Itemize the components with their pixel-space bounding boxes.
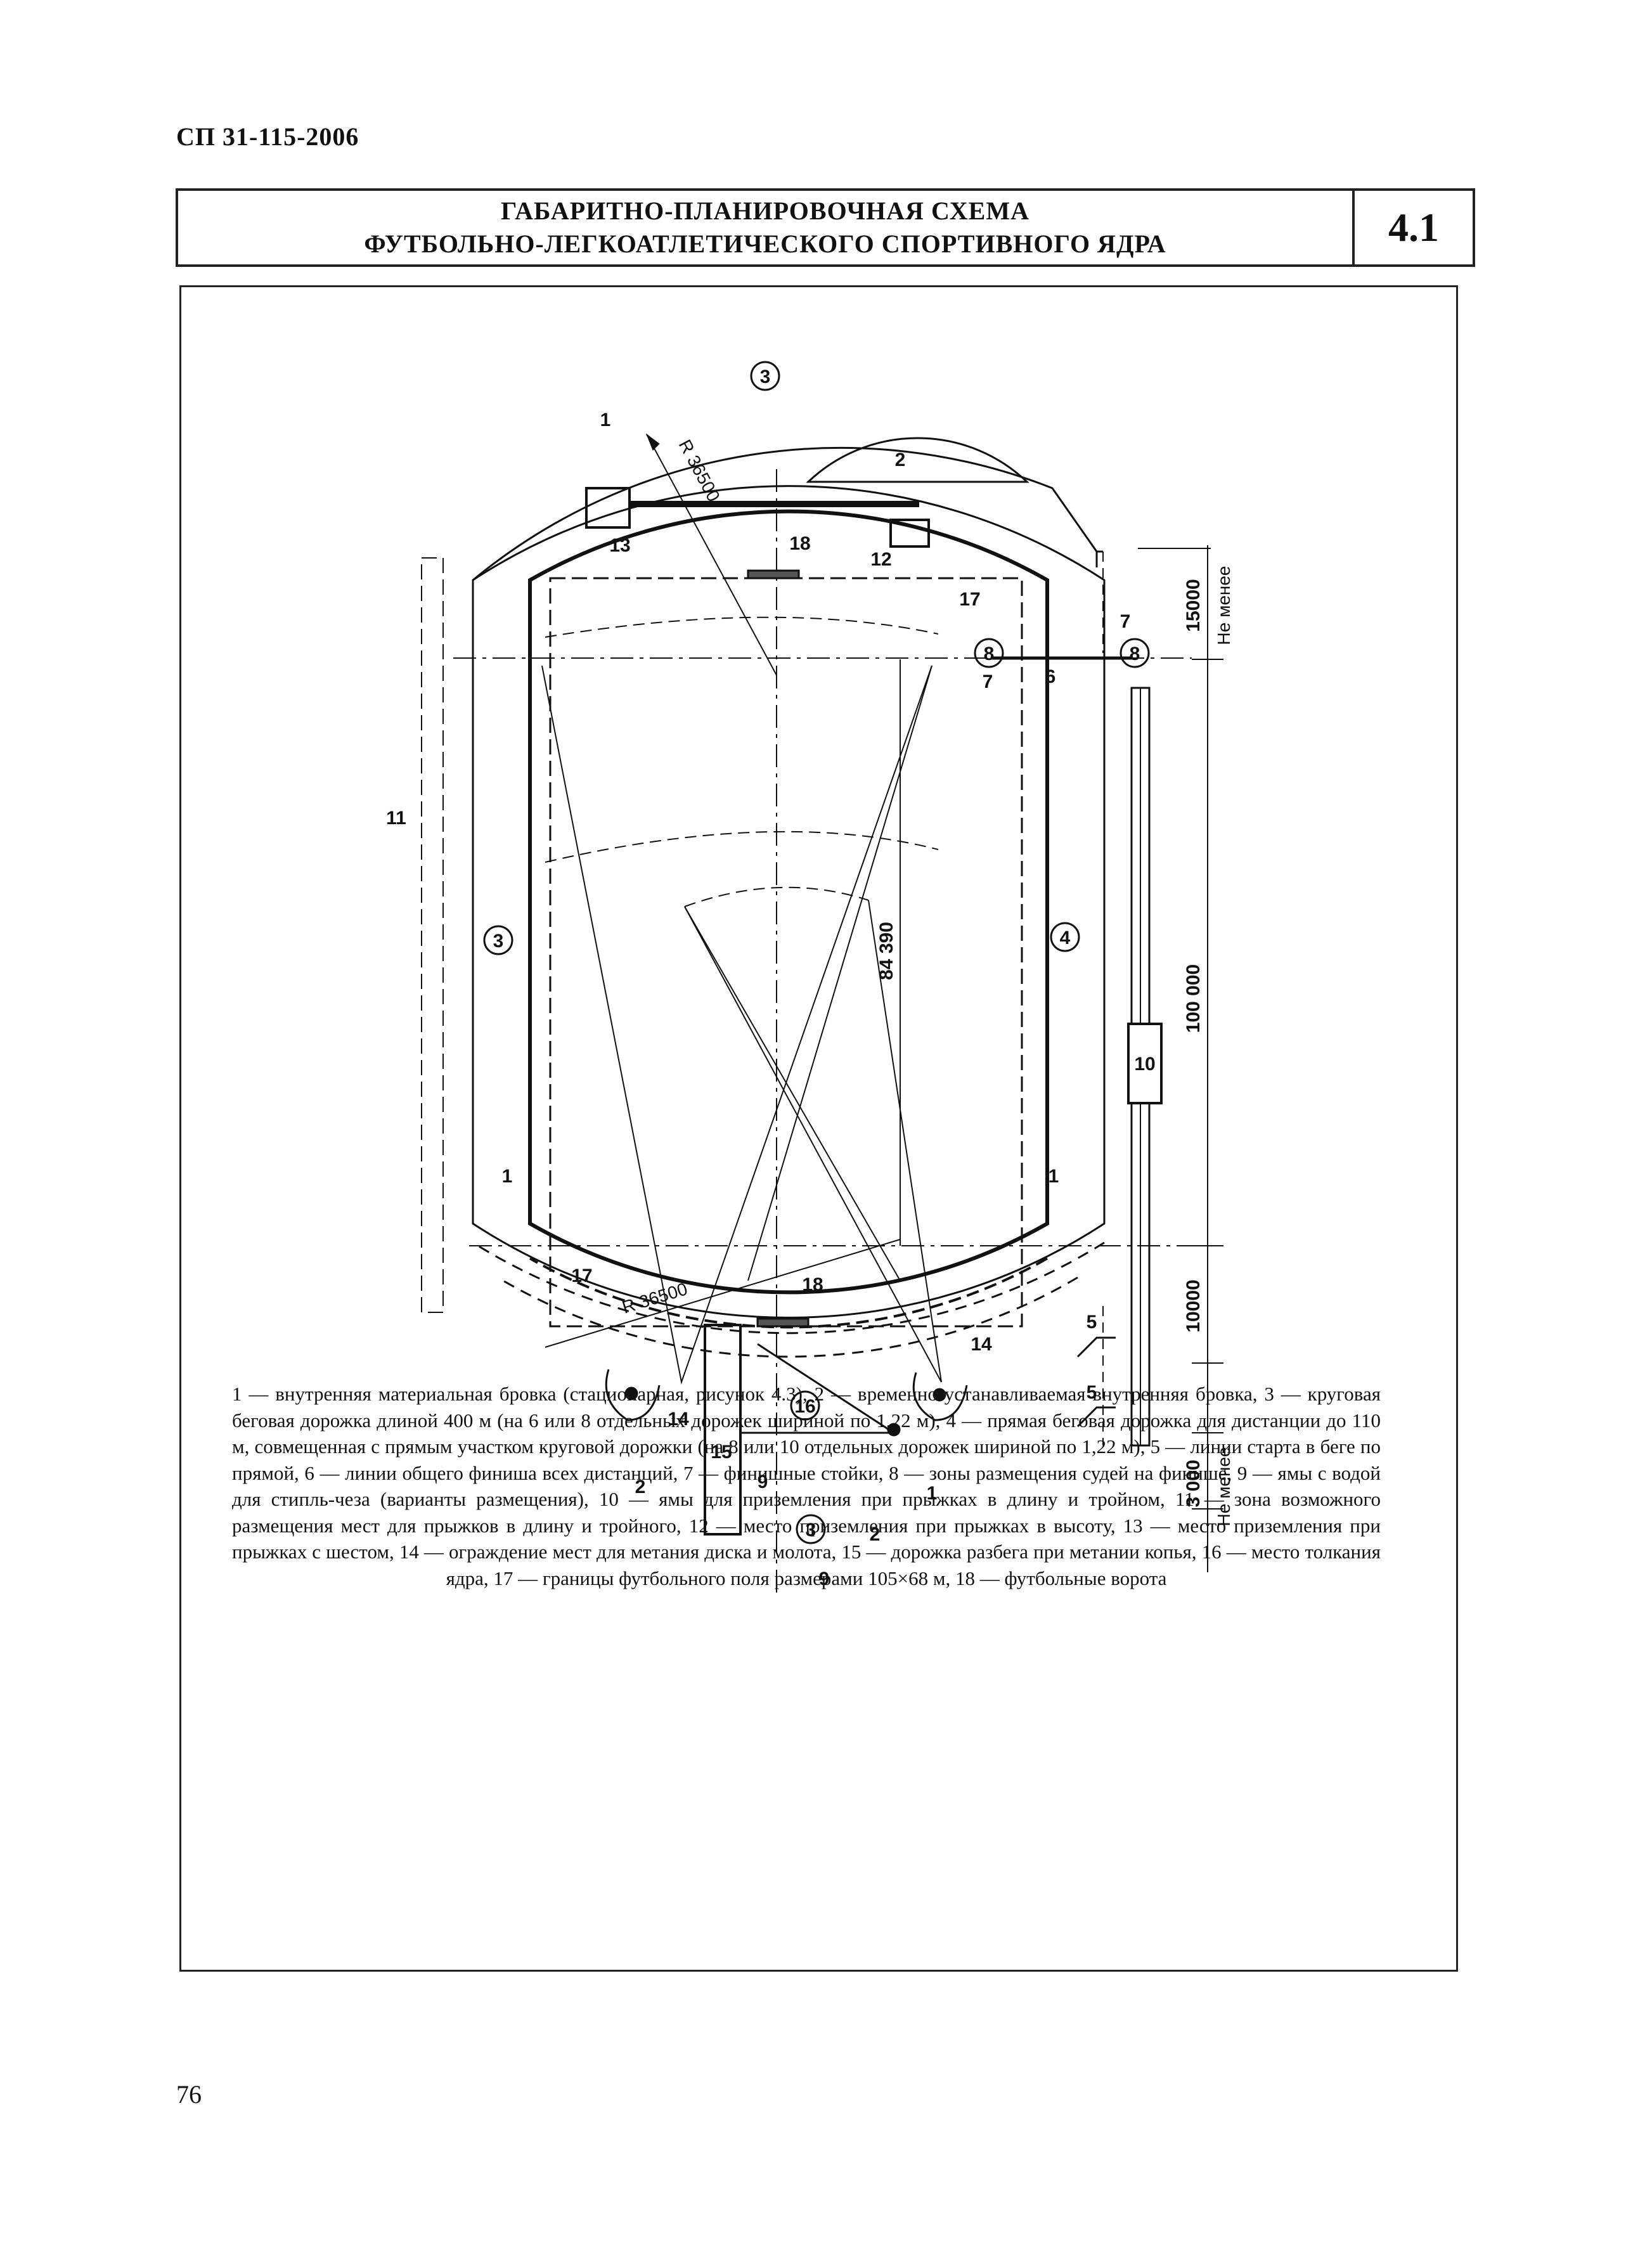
title-line-2: ФУТБОЛЬНО-ЛЕГКОАТЛЕТИЧЕСКОГО СПОРТИВНОГО… <box>364 230 1166 258</box>
circle-3-bottom <box>796 1514 826 1544</box>
title-text: ГАБАРИТНО-ПЛАНИРОВОЧНАЯ СХЕМА ФУТБОЛЬНО-… <box>178 191 1352 264</box>
shot-put-circle-16 <box>887 1423 901 1437</box>
inner-kerb-1 <box>528 509 1049 1295</box>
callout-9-b: 9 <box>819 1568 830 1589</box>
callout-2-top: 2 <box>895 449 906 470</box>
circle-3-top <box>750 361 780 391</box>
callout-17-bottom: 17 <box>571 1265 592 1286</box>
callout-6: 6 <box>1045 666 1056 687</box>
circle-16 <box>790 1390 820 1421</box>
javelin-runway-15 <box>704 1324 742 1536</box>
legend-text: 1 — внутренняя материальная бровка (стац… <box>232 1383 1381 1589</box>
dim-10000: 10000 <box>1183 1279 1204 1332</box>
radius-arrow-top <box>645 433 660 451</box>
radius-line-bottom <box>545 1239 901 1348</box>
discus-cage-left <box>605 1369 661 1421</box>
dim-100000: 100 000 <box>1183 964 1204 1033</box>
callout-3-top: 3 <box>760 366 771 387</box>
callout-8-a: 8 <box>984 643 995 664</box>
start-line-5a <box>1076 1336 1116 1358</box>
callout-15: 15 <box>711 1442 732 1463</box>
radius-line-top <box>646 434 777 676</box>
discus-cage-right <box>912 1372 968 1421</box>
callout-5-bottom: 5 <box>1087 1382 1097 1403</box>
callout-2-bottom: 2 <box>870 1524 881 1545</box>
callout-14-left: 14 <box>668 1409 689 1430</box>
football-goal-top <box>747 569 800 579</box>
callout-9-a: 9 <box>758 1471 768 1492</box>
jump-zone-11 <box>421 557 444 1313</box>
circle-4 <box>1050 922 1080 952</box>
field-arc-mid <box>684 886 869 907</box>
callout-17-top: 17 <box>959 589 980 610</box>
callout-2-left: 2 <box>635 1477 646 1497</box>
callout-7-top: 7 <box>1120 611 1131 632</box>
outer-track-edge <box>472 485 1106 1319</box>
outer-boundary-top <box>472 446 1098 581</box>
callout-16: 16 <box>794 1396 815 1417</box>
sector-line-left <box>541 665 932 1385</box>
title-line-1: ГАБАРИТНО-ПЛАНИРОВОЧНАЯ СХЕМА <box>501 197 1029 225</box>
dim-3000: 3 000 <box>1183 1459 1204 1507</box>
circle-8-b <box>1120 638 1150 668</box>
circle-8-a <box>974 638 1004 668</box>
discus-circle-left <box>624 1387 638 1400</box>
callout-8-b: 8 <box>1130 643 1140 664</box>
high-jump-landing-12 <box>889 519 930 548</box>
callout-1-bottom: 1 <box>927 1483 938 1504</box>
pole-vault-landing-13 <box>585 487 631 529</box>
football-field-17 <box>549 577 1023 1328</box>
sector-line-4 <box>684 906 901 1281</box>
start-line-5b <box>1076 1406 1116 1428</box>
callout-11: 11 <box>386 808 406 829</box>
page-number: 76 <box>176 2080 202 2109</box>
track-extension-dashed <box>472 1241 1105 1335</box>
callout-7-bottom: 7 <box>983 671 993 692</box>
field-arc-top <box>545 616 939 638</box>
track-extension-dashed-2 <box>497 1276 1078 1358</box>
circle-3-left <box>483 925 513 955</box>
not-less-bottom: Не менее <box>1214 1447 1234 1526</box>
callout-1-top: 1 <box>600 410 611 430</box>
football-goal-bottom <box>756 1317 810 1328</box>
discus-circle-right <box>932 1388 946 1402</box>
callout-5-top: 5 <box>1087 1312 1097 1333</box>
document-code: СП 31-115-2006 <box>176 122 359 151</box>
title-block: ГАБАРИТНО-ПЛАНИРОВОЧНАЯ СХЕМА ФУТБОЛЬНО-… <box>176 188 1475 267</box>
drawing-frame <box>179 285 1458 1972</box>
callout-12: 12 <box>870 549 891 570</box>
callout-1-right: 1 <box>1049 1166 1059 1187</box>
callout-1-left: 1 <box>502 1166 513 1187</box>
figure-number: 4.1 <box>1352 191 1473 264</box>
dim-15000: 15000 <box>1183 579 1204 631</box>
radius-bottom-label: R 36500 <box>620 1279 690 1317</box>
sector-line-3 <box>747 665 932 1281</box>
sector-line-right <box>684 900 942 1383</box>
not-less-top: Не менее <box>1214 566 1234 645</box>
callout-10: 10 <box>1134 1054 1155 1075</box>
long-jump-pit-10 <box>1127 1023 1163 1104</box>
callout-14-right: 14 <box>971 1334 992 1355</box>
callout-13: 13 <box>609 535 630 556</box>
callout-4: 4 <box>1060 928 1071 948</box>
callout-18-bottom: 18 <box>802 1274 823 1295</box>
callout-3-bottom: 3 <box>806 1520 816 1541</box>
field-arc-top-2 <box>545 831 939 863</box>
dim-84390: 84 390 <box>876 922 897 980</box>
callout-18-top: 18 <box>789 533 810 554</box>
high-jump-sector-2 <box>806 437 1029 483</box>
callout-3-left: 3 <box>493 931 504 952</box>
